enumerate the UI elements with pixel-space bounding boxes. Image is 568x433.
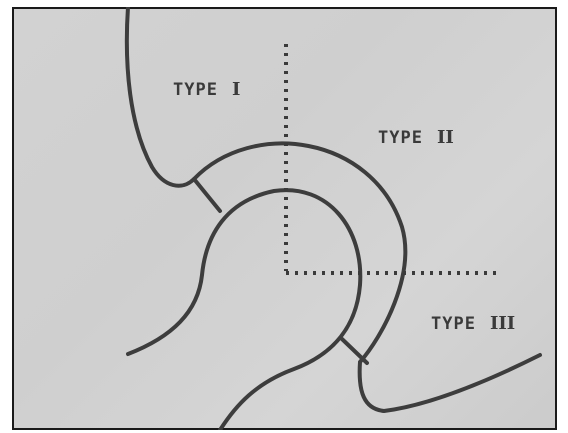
diagram-photo: TYPE I TYPE II TYPE III bbox=[12, 7, 557, 430]
type-i-prefix: TYPE bbox=[173, 80, 218, 100]
hip-classification-diagram: TYPE I TYPE II TYPE III bbox=[12, 7, 557, 430]
type-i-label: TYPE I bbox=[173, 79, 240, 100]
upper-connector-line bbox=[194, 179, 220, 211]
type-ii-prefix: TYPE bbox=[378, 128, 423, 148]
type-iii-prefix: TYPE bbox=[431, 314, 476, 334]
type-ii-label: TYPE II bbox=[378, 127, 454, 148]
type-iii-numeral: III bbox=[490, 313, 515, 334]
type-i-numeral: I bbox=[232, 79, 240, 100]
lower-connector-line bbox=[342, 339, 367, 363]
type-iii-label: TYPE III bbox=[431, 313, 515, 334]
femoral-head-outline bbox=[128, 190, 360, 430]
type-ii-numeral: II bbox=[437, 127, 454, 148]
